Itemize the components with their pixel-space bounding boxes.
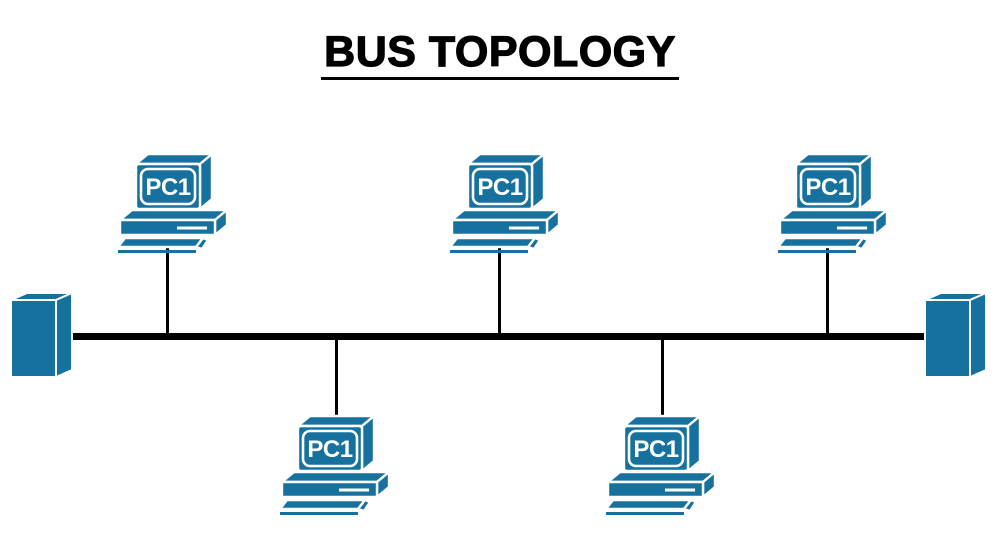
computer-node-top-center: PC1 (448, 150, 561, 254)
node-label: PC1 (145, 174, 190, 201)
bus-terminator-left (10, 292, 74, 378)
computer-node-top-right: PC1 (776, 150, 889, 254)
computer-icon (278, 414, 391, 515)
computer-icon (776, 152, 889, 253)
computer-node-bottom-right: PC1 (604, 412, 717, 516)
computer-node-bottom-left: PC1 (278, 412, 391, 516)
bus-terminator-right (924, 292, 988, 378)
bus-backbone-line (72, 333, 926, 340)
title-bar: BUS TOPOLOGY (0, 30, 1000, 80)
computer-node-top-left: PC1 (116, 150, 229, 254)
node-label: PC1 (477, 174, 522, 201)
computer-icon (116, 152, 229, 253)
page-title: BUS TOPOLOGY (321, 30, 679, 80)
drop-line-top-left (166, 240, 169, 336)
computer-icon (448, 152, 561, 253)
drop-line-top-center (498, 240, 501, 336)
node-label: PC1 (805, 174, 850, 201)
drop-line-top-right (826, 240, 829, 336)
computer-icon (604, 414, 717, 515)
drop-line-bottom-left (335, 336, 338, 424)
node-label: PC1 (633, 436, 678, 463)
node-label: PC1 (307, 436, 352, 463)
drop-line-bottom-right (661, 336, 664, 424)
